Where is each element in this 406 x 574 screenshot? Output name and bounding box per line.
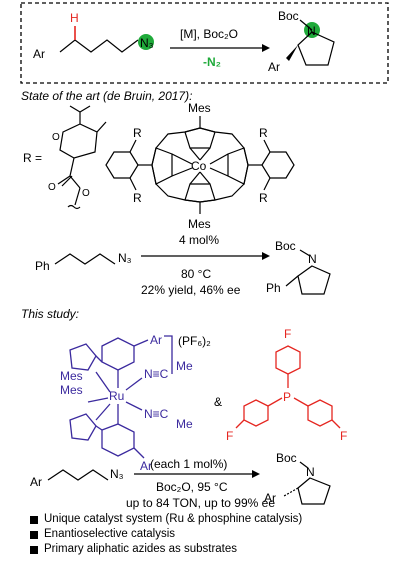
svg-text:Mes: Mes [60,383,83,397]
ampersand: & [214,395,222,409]
svg-text:R: R [259,191,268,205]
soa-substrate: Ph N₃ [35,251,132,273]
top-reagent: [M], Boc₂O [180,27,238,41]
top-boc: Boc [278,9,299,23]
camphanate-group: R = O O O [23,105,107,210]
svg-text:N₃: N₃ [118,251,132,265]
svg-text:P: P [283,390,291,404]
svg-text:R: R [133,126,142,140]
top-product-ar: Ar [268,60,280,74]
svg-text:Mes: Mes [60,369,83,383]
top-ar-label: Ar [33,47,45,61]
svg-text:Ar: Ar [264,491,276,505]
list-item: Unique catalyst system (Ru & phosphine c… [30,512,302,527]
top-product: Boc N Ar [268,9,335,74]
svg-text:Co: Co [191,159,207,173]
svg-text:N: N [306,465,315,479]
top-substrate: Ar H N₃ [33,11,154,61]
svg-text:N: N [308,252,317,266]
svg-text:Ph: Ph [266,281,281,295]
svg-text:(PF₆)₂: (PF₆)₂ [178,334,211,348]
state-of-art-heading: State of the art (de Bruin, 2017): [21,89,192,103]
svg-text:N₃: N₃ [110,467,124,481]
svg-text:Me: Me [176,417,193,431]
bullet-square-icon [30,515,38,524]
svg-text:N≡C: N≡C [144,367,169,381]
this-study-heading: This study: [21,307,79,321]
svg-text:Me: Me [176,359,193,373]
ru-complex: Ar (PF₆)₂ Mes Mes Ru N≡C Me N≡C Me Ar [60,333,211,473]
co-porphyrin: Mes Co R R R R Mes [105,101,295,231]
feature-list: Unique catalyst system (Ru & phosphine c… [30,512,302,557]
top-scheme-box [20,2,389,84]
svg-text:F: F [226,429,233,443]
bullet-square-icon [30,530,38,539]
top-n: N [307,24,316,38]
svg-text:R: R [259,126,268,140]
soa-product: Boc N Ph [266,239,331,295]
svg-text:O: O [48,182,56,193]
svg-text:O: O [52,132,60,143]
svg-text:Boc: Boc [276,451,297,465]
top-byproduct: -N₂ [203,55,221,69]
svg-text:F: F [284,327,291,341]
soa-temperature: 80 °C [181,267,211,281]
svg-text:Ar: Ar [150,333,162,347]
svg-text:N≡C: N≡C [144,407,169,421]
list-item: Enantioselective catalysis [30,527,302,542]
svg-text:Mes: Mes [188,217,211,231]
soa-result: 22% yield, 46% ee [141,283,241,297]
svg-text:Boc: Boc [275,239,296,253]
list-item: Primary aliphatic azides as substrates [30,542,302,557]
svg-text:F: F [340,429,347,443]
svg-text:R: R [133,191,142,205]
svg-text:R =: R = [23,151,42,165]
svg-text:O: O [82,188,90,199]
soa-loading: 4 mol% [179,233,219,247]
study-conditions: Boc₂O, 95 °C [156,480,228,494]
svg-text:Mes: Mes [188,101,211,115]
study-product: Boc N Ar [264,451,331,505]
svg-text:Ru: Ru [109,389,124,403]
study-loading: (each 1 mol%) [150,457,227,471]
top-h-label: H [70,11,79,25]
azide-highlight [138,34,154,50]
svg-text:Ar: Ar [30,475,42,489]
study-result: up to 84 TON, up to 99% ee [126,496,275,510]
svg-text:Ar: Ar [140,459,152,473]
svg-text:Ph: Ph [35,259,50,273]
top-n3-label: N₃ [140,36,154,50]
bullet-square-icon [30,545,38,554]
study-substrate: Ar N₃ [30,467,124,489]
phosphine-catalyst: F P F F [226,327,347,443]
